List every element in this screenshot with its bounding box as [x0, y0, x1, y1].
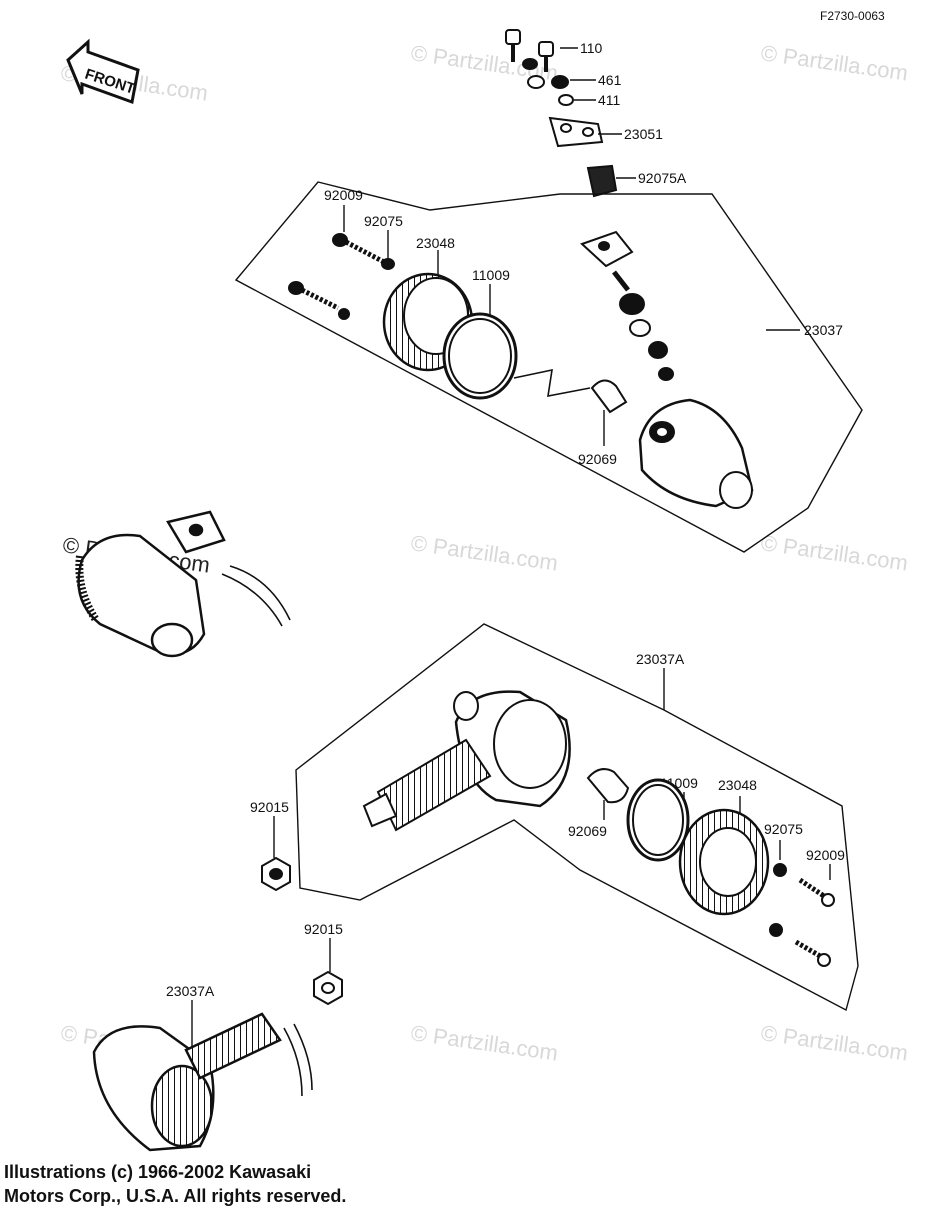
part-461: 461	[598, 72, 622, 88]
bottom-lamp-parts	[261, 690, 835, 1006]
part-23037: 23037	[804, 322, 843, 338]
part-92075A: 92075A	[638, 170, 687, 186]
watermark: © Partzilla.com	[409, 1020, 559, 1065]
part-92069-top: 92069	[578, 451, 617, 467]
part-92069-bottom: 92069	[568, 823, 607, 839]
part-92075-bottom: 92075	[764, 821, 803, 837]
part-92075-top: 92075	[364, 213, 403, 229]
figure-code: F2730-0063	[820, 9, 885, 23]
assembly-outline-23037A	[295, 623, 859, 1012]
copyright-line-1: Illustrations (c) 1966-2002 Kawasaki	[4, 1162, 312, 1182]
part-411: 411	[598, 92, 621, 108]
part-23048-bottom: 23048	[718, 777, 757, 793]
part-92015-a: 92015	[250, 799, 289, 815]
part-23048-top: 23048	[416, 235, 455, 251]
part-92015-b: 92015	[304, 921, 343, 937]
watermark: © Partzilla.com	[759, 530, 909, 575]
part-110: 110	[580, 40, 603, 56]
part-23037A-top: 23037A	[636, 651, 685, 667]
part-11009-top: 11009	[472, 267, 510, 283]
watermark: © Partzilla.com	[759, 1020, 909, 1065]
part-92009-top: 92009	[324, 187, 363, 203]
part-92009-bottom: 92009	[806, 847, 845, 863]
top-lamp-parts	[288, 230, 754, 509]
part-23051: 23051	[624, 126, 663, 142]
assembly-outline-23037	[234, 181, 863, 553]
bottom-left-installed-lamp	[92, 1012, 313, 1152]
front-arrow: FRONT	[66, 38, 140, 105]
copyright-line-2: Motors Corp., U.S.A. All rights reserved…	[4, 1186, 347, 1206]
watermark: © Partzilla.com	[409, 530, 559, 575]
top-mount-hardware	[505, 29, 618, 198]
watermark: © Partzilla.com	[759, 40, 909, 85]
left-installed-lamp	[75, 510, 291, 658]
leader-lines-top	[343, 47, 800, 446]
part-23037A-bottom: 23037A	[166, 983, 215, 999]
